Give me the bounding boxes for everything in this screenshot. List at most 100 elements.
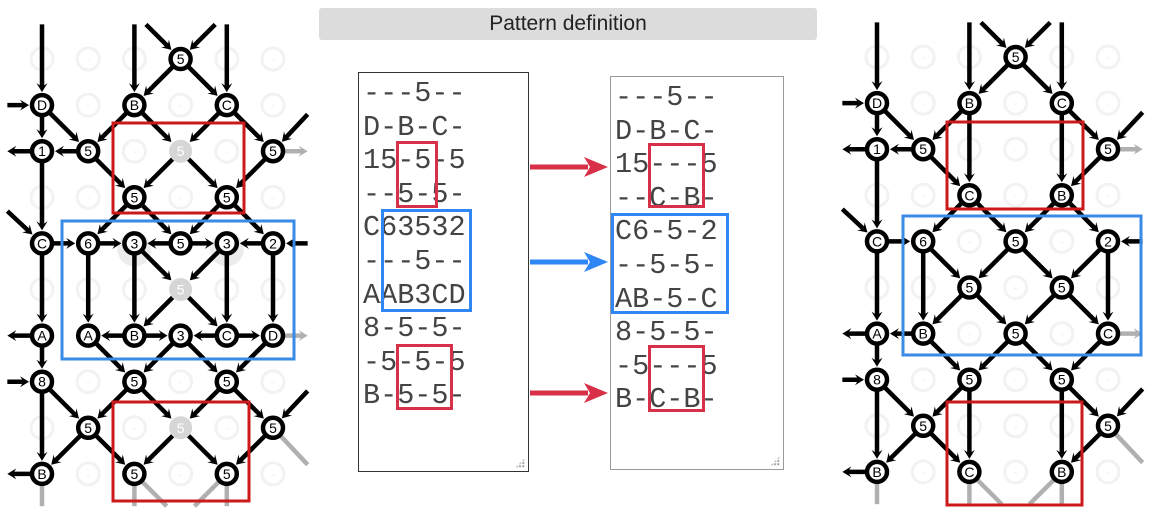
graph-node[interactable]: 5 — [168, 231, 193, 256]
node-label: C — [964, 187, 974, 203]
graph-node[interactable]: 5 — [122, 369, 147, 394]
graph-node[interactable]: 5 — [1003, 321, 1028, 346]
arrowhead-icon — [1133, 143, 1143, 155]
svg-text:-: - — [921, 52, 925, 64]
graph-node[interactable]: 5 — [168, 46, 193, 72]
arrowhead-icon — [890, 328, 899, 340]
pattern-row: ---5-- — [363, 245, 466, 278]
graph-node[interactable]: 6 — [75, 231, 101, 256]
graph-node[interactable]: C — [29, 231, 55, 256]
source-pattern-textarea[interactable]: ---5-- D-B-C- 15-5-5 --5-5- C63532 ---5-… — [358, 72, 529, 472]
graph-node[interactable]: A — [29, 323, 55, 348]
graph-node[interactable]: 5 — [214, 185, 240, 210]
pattern-row: 15---5 — [615, 148, 718, 182]
graph-node[interactable]: B — [864, 459, 890, 485]
graph-node[interactable]: 2 — [1095, 229, 1121, 254]
node-label: 5 — [131, 189, 139, 205]
edge-arrow — [975, 293, 1007, 325]
arrowhead-icon — [1088, 221, 1099, 233]
graph-node[interactable]: B — [122, 323, 147, 348]
resize-handle[interactable] — [515, 458, 525, 468]
edge-arrow — [1024, 201, 1056, 233]
highlight-box-red-bottom — [396, 344, 453, 410]
graph-node[interactable]: 5 — [910, 136, 936, 162]
node-label: 5 — [131, 374, 139, 390]
graph-node[interactable]: 3 — [214, 231, 240, 256]
edge-arrow — [36, 254, 48, 323]
arrowhead-icon — [20, 99, 29, 111]
red-arrow-bottom — [530, 383, 608, 403]
graph-node[interactable]: 5 — [214, 369, 240, 394]
graph-node[interactable]: 5 — [260, 415, 286, 441]
graph-node[interactable]: 6 — [910, 229, 936, 254]
pattern-row: -5-5-5 — [363, 345, 466, 379]
highlight-box-red-bottom — [945, 400, 1084, 507]
graph-node[interactable]: C — [1049, 90, 1075, 116]
graph-node[interactable]: D — [260, 323, 286, 348]
graph-node[interactable]: C — [957, 183, 982, 208]
graph-node[interactable]: 5 — [122, 461, 147, 487]
red-arrow-top — [530, 157, 608, 177]
graph-node[interactable]: D — [29, 92, 55, 118]
graph-node[interactable]: 5 — [75, 415, 101, 441]
graph-node[interactable]: B — [29, 461, 55, 487]
graph-node[interactable]: B — [1049, 183, 1075, 208]
arrowhead-icon — [128, 83, 140, 93]
graph-node[interactable]: 2 — [260, 231, 286, 256]
resize-handle[interactable] — [770, 456, 780, 466]
graph-node[interactable]: 5 — [1003, 229, 1028, 254]
graph-node[interactable]: B — [957, 90, 982, 116]
graph-node[interactable]: 5 — [260, 138, 286, 164]
graph-node[interactable]: 5 — [957, 275, 982, 300]
graph-node[interactable]: 8 — [29, 369, 55, 394]
arrowhead-icon — [932, 406, 943, 417]
graph-node[interactable]: D — [864, 90, 890, 116]
empty-cell: - — [1095, 90, 1121, 116]
node-label: 5 — [269, 420, 277, 436]
arrowhead-icon — [143, 85, 154, 96]
edge-arrow — [1116, 387, 1145, 417]
graph-node[interactable]: 1 — [864, 136, 890, 162]
graph-node[interactable]: 5 — [1049, 367, 1075, 392]
empty-cell: - — [1003, 182, 1029, 208]
graph-node[interactable]: B — [1049, 459, 1075, 485]
graph-node[interactable]: A — [864, 321, 890, 346]
graph-node[interactable]: C — [957, 459, 982, 485]
graph-node[interactable]: 5 — [1095, 136, 1121, 162]
edge-arrow — [842, 143, 866, 155]
graph-node[interactable]: 8 — [864, 367, 890, 392]
graph-node[interactable]: 5 — [1049, 275, 1075, 300]
graph-node[interactable]: 5 — [214, 461, 240, 487]
graph-node[interactable]: C — [864, 229, 890, 254]
node-label: 2 — [269, 235, 277, 251]
node-label: 3 — [223, 235, 231, 251]
graph-node[interactable]: 3 — [122, 231, 147, 256]
svg-text:-: - — [271, 469, 275, 481]
edge-arrow — [842, 374, 864, 386]
graph-node[interactable]: 5 — [75, 138, 101, 164]
graph-node[interactable]: 5 — [1095, 413, 1121, 439]
graph-node[interactable]: A — [75, 323, 101, 348]
empty-cell: - — [168, 184, 194, 210]
graph-node[interactable]: 1 — [29, 138, 55, 164]
graph-node[interactable]: 5 — [910, 413, 936, 439]
dimmed-node[interactable]: 5 — [169, 416, 193, 440]
graph-node[interactable]: C — [214, 92, 240, 118]
dimmed-node[interactable]: 5 — [169, 278, 193, 301]
graph-node[interactable]: C — [214, 323, 240, 348]
target-pattern-textarea[interactable]: ---5-- D-B-C- 15---5 --C-B- C6-5-2 --5-5… — [610, 76, 784, 470]
graph-node[interactable]: B — [122, 92, 147, 118]
dimmed-node[interactable]: 5 — [169, 139, 193, 163]
graph-node[interactable]: 5 — [122, 185, 147, 210]
edge-arrow — [1116, 110, 1145, 140]
graph-node[interactable]: 5 — [957, 367, 982, 392]
graph-node[interactable]: B — [910, 321, 936, 346]
arrowhead-icon — [97, 131, 108, 143]
empty-cell: - — [1095, 367, 1121, 393]
graph-node[interactable]: 3 — [168, 323, 193, 348]
graph-node[interactable]: C — [1095, 321, 1121, 346]
graph-node[interactable]: 5 — [1003, 44, 1028, 70]
arrowhead-icon — [143, 177, 154, 189]
arrowhead-icon — [1121, 235, 1130, 247]
node-label: 6 — [84, 235, 92, 251]
